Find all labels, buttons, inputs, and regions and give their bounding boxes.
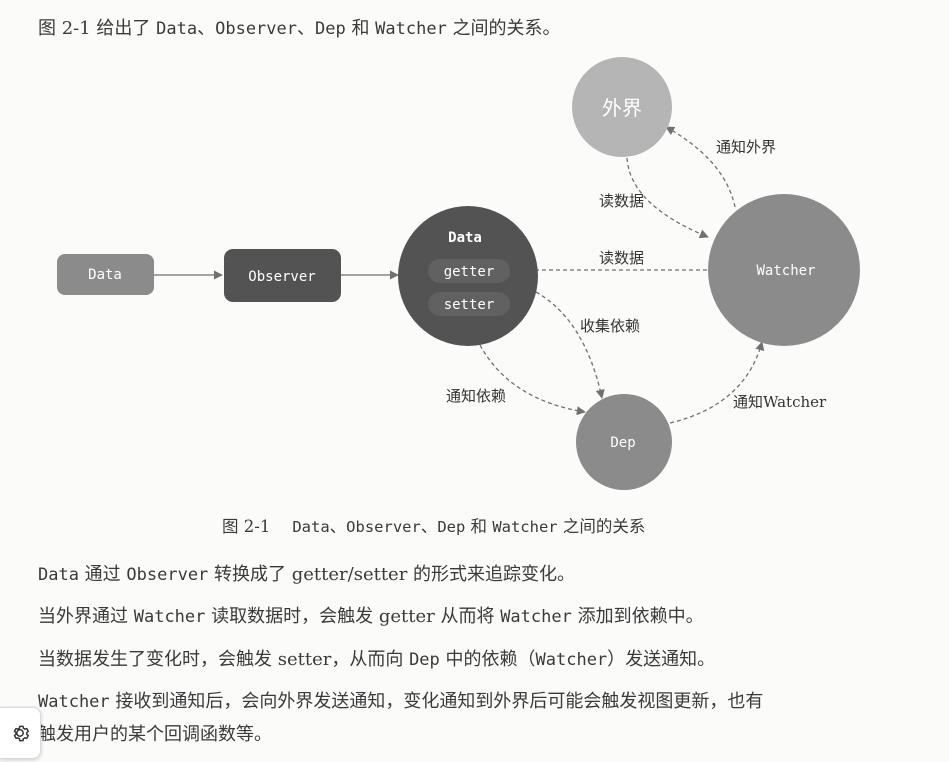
paragraph-2: 当外界通过 Watcher 读取数据时，会触发 getter 从而将 Watch… [38, 604, 704, 630]
code-dep: Dep [409, 650, 440, 670]
paragraph-3: 当数据发生了变化时，会触发 setter，从而向 Dep 中的依赖（Watche… [38, 647, 715, 673]
dep-circle [576, 394, 672, 490]
setter-label: setter [444, 297, 495, 313]
edge-label-collect-deps: 收集依赖 [580, 317, 640, 335]
setter-pill [428, 292, 510, 316]
caption-and: 和 [465, 517, 493, 536]
text: 当数据发生了变化时，会触发 setter，从而向 [38, 649, 410, 670]
code-data: Data [38, 565, 79, 585]
text: 触发用户的某个回调函数等。 [38, 724, 272, 745]
gear-icon [13, 725, 30, 742]
data-circle-title: Data [448, 230, 482, 246]
arrow-notify-deps [479, 344, 586, 416]
arrow-notify-outside [665, 126, 736, 208]
caption-suffix: 之间的关系 [557, 517, 646, 536]
getter-label: getter [444, 264, 495, 280]
edge-label-notify-watcher: 通知Watcher [733, 393, 827, 411]
watcher-label: Watcher [756, 263, 815, 279]
intro-observer: Observer [215, 19, 297, 39]
watcher-circle [708, 194, 860, 346]
arrow-outside-read-watcher [626, 157, 709, 239]
edge-label-read-data: 读数据 [599, 192, 644, 210]
caption-watcher: Watcher [492, 518, 558, 536]
text: 当外界通过 [38, 606, 134, 627]
text: ）发送通知。 [607, 649, 716, 670]
code-observer: Observer [126, 565, 209, 585]
outside-circle [572, 57, 672, 157]
intro-dep: Dep [315, 19, 346, 39]
relationship-diagram: Data Observer Data getter setter 外界 Watc… [57, 57, 860, 490]
intro-data: Data [156, 19, 198, 39]
paragraph-1: Data 通过 Observer 转换成了 getter/setter 的形式来… [38, 562, 575, 588]
caption-label: 图 2-1 [222, 517, 271, 536]
intro-watcher: Watcher [375, 19, 447, 39]
intro-sep: 、 [297, 18, 315, 39]
intro-suffix: 之间的关系。 [446, 18, 561, 39]
data-box [57, 254, 154, 295]
dep-label: Dep [610, 435, 635, 451]
text: 添加到依赖中。 [571, 606, 704, 627]
intro-and: 和 [345, 18, 376, 39]
caption-observer: Observer [346, 518, 421, 536]
caption-sep: 、 [420, 517, 438, 536]
caption-dep: Dep [437, 518, 466, 536]
edge-label-notify-outside: 通知外界 [716, 138, 776, 156]
observer-box-label: Observer [248, 269, 315, 285]
getter-pill [428, 259, 510, 283]
text: 读取数据时，会触发 getter 从而将 [205, 606, 501, 627]
intro-text: 图 2-1 给出了 Data、Observer、Dep 和 Watcher 之间… [38, 14, 561, 40]
caption-data: Data [292, 518, 330, 536]
paragraph-4-line-1: Watcher 接收到通知后，会向外界发送通知，变化通知到外界后可能会触发视图更… [38, 689, 763, 715]
intro-prefix: 图 2-1 给出了 [38, 18, 157, 39]
text: 转换成了 getter/setter 的形式来追踪变化。 [208, 564, 576, 585]
arrow-collect-deps [535, 291, 605, 399]
caption-sep: 、 [329, 517, 347, 536]
code-watcher: Watcher [38, 692, 110, 712]
text: 通过 [78, 564, 127, 585]
edge-label-read-data: 读数据 [599, 249, 644, 267]
arrow-notify-watcher [669, 341, 765, 424]
text: 接收到通知后，会向外界发送通知，变化通知到外界后可能会触发视图更新，也有 [109, 691, 764, 712]
intro-sep: 、 [197, 18, 216, 39]
data-box-label: Data [88, 267, 122, 283]
paragraph-4-line-2: 触发用户的某个回调函数等。 [38, 722, 272, 748]
outside-label: 外界 [602, 96, 642, 120]
edge-label-notify-deps: 通知依赖 [446, 387, 506, 405]
observer-box [224, 249, 341, 302]
code-watcher: Watcher [535, 650, 608, 670]
code-watcher: Watcher [500, 607, 572, 627]
settings-button[interactable] [0, 707, 41, 759]
text: 中的依赖（ [439, 649, 536, 670]
code-watcher: Watcher [133, 607, 206, 627]
